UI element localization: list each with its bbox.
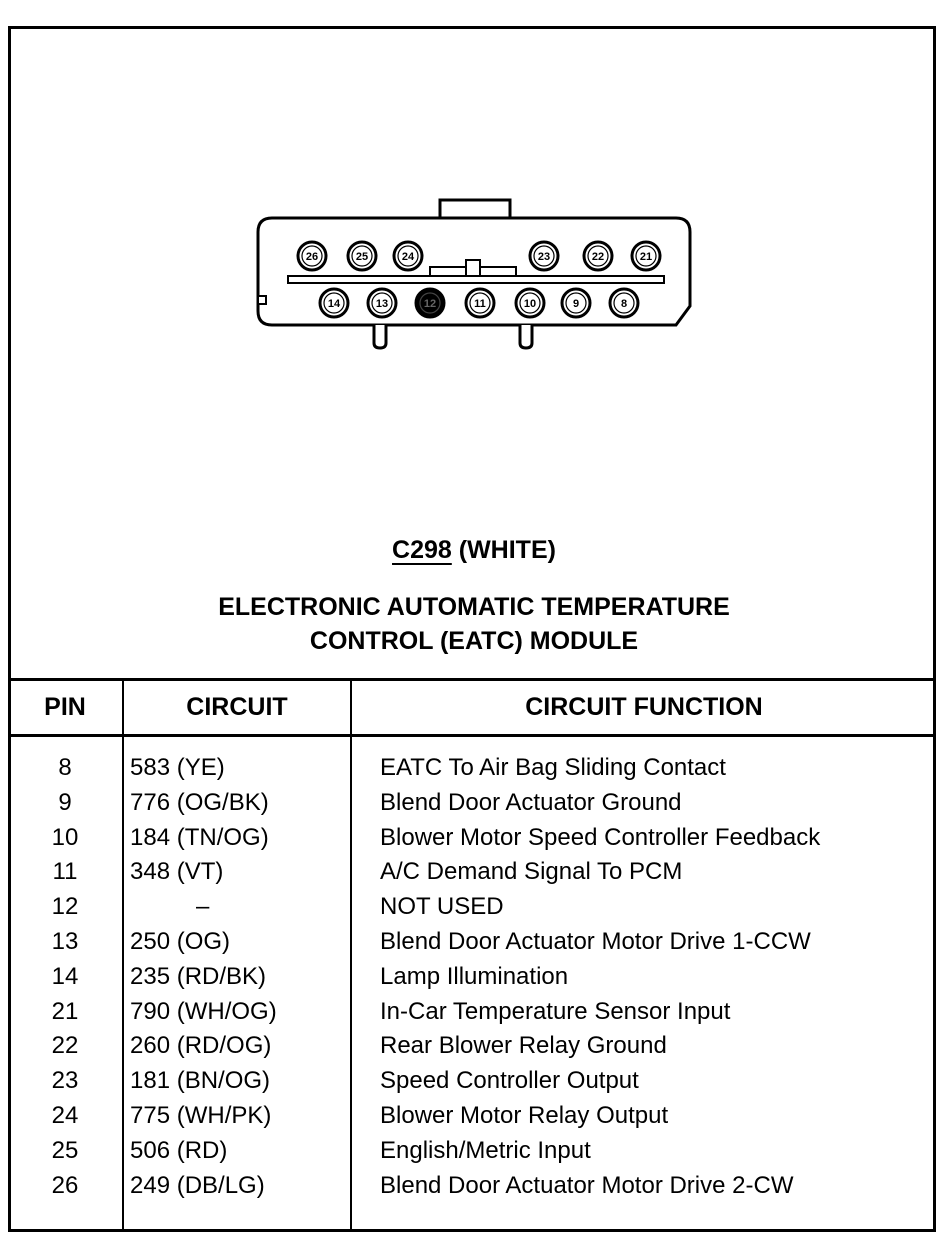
connector-pin: 21	[630, 240, 662, 272]
module-name-line-1: ELECTRONIC AUTOMATIC TEMPERATURE	[218, 593, 730, 621]
function-cell: Blower Motor Speed Controller Feedback	[380, 823, 821, 851]
connector-pin: 8	[608, 287, 640, 319]
table-row: 24 775 (WH/PK) Blower Motor Relay Output	[8, 1102, 936, 1137]
connector-pin: 22	[582, 240, 614, 272]
pin-cell: 24	[51, 1102, 79, 1129]
connector-peg-right	[518, 325, 534, 350]
pin-cell: 10	[51, 823, 79, 851]
circuit-cell: –	[196, 893, 210, 921]
pin-table: PIN CIRCUIT CIRCUIT FUNCTION 8 583 (YE) EA…	[8, 678, 936, 1232]
pin-cell: 11	[52, 858, 78, 886]
function-cell: Rear Blower Relay Ground	[380, 1032, 667, 1060]
table-row: 8 583 (YE) EATC To Air Bag Sliding Contact	[8, 754, 936, 789]
function-cell: Blend Door Actuator Ground	[380, 788, 682, 816]
pin-number: 24	[402, 251, 415, 263]
connector-pin: 13	[366, 287, 398, 319]
function-cell: EATC To Air Bag Sliding Contact	[380, 754, 726, 781]
pin-number: 10	[524, 298, 536, 310]
pin-cell: 25	[51, 1136, 79, 1164]
table-top-rule	[8, 678, 936, 681]
connector-lock-tab	[438, 198, 512, 220]
pin-number: 11	[474, 298, 486, 310]
connector-divider	[287, 275, 665, 284]
pin-number: 14	[328, 298, 341, 310]
pin-cell: 9	[58, 788, 72, 816]
module-name: ELECTRONIC AUTOMATIC TEMPERATURE CONTROL…	[0, 590, 948, 658]
table-row: 22 260 (RD/OG) Rear Blower Relay Ground	[8, 1032, 936, 1067]
header-circuit: CIRCUIT	[186, 692, 288, 721]
table-row: 9 776 (OG/BK) Blend Door Actuator Ground	[8, 789, 936, 824]
connector-pin: 26	[296, 240, 328, 272]
pin-number: 12	[424, 298, 436, 310]
connector-pin: 23	[528, 240, 560, 272]
pin-cell: 21	[51, 997, 79, 1025]
table-row: 11 348 (VT) A/C Demand Signal To PCM	[8, 858, 936, 893]
connector-title: C298 (WHITE)	[0, 536, 948, 565]
circuit-cell: 775 (WH/PK)	[130, 1102, 272, 1129]
function-cell: Speed Controller Output	[380, 1067, 639, 1095]
pin-number: 22	[592, 251, 604, 263]
table-row: 12 – NOT USED	[8, 893, 936, 928]
function-cell: Blend Door Actuator Motor Drive 1-CCW	[380, 928, 811, 955]
header-pin: PIN	[44, 692, 86, 721]
table-row: 25 506 (RD) English/Metric Input	[8, 1137, 936, 1172]
circuit-cell: 583 (YE)	[130, 754, 225, 781]
connector-pin: 11	[464, 287, 496, 319]
pin-number: 21	[640, 251, 652, 263]
diagram-frame	[8, 26, 936, 1232]
connector-peg-left	[372, 325, 388, 350]
function-cell: A/C Demand Signal To PCM	[380, 858, 683, 886]
pin-cell: 12	[51, 893, 79, 921]
pin-cell: 26	[51, 1171, 79, 1199]
pin-cell: 22	[51, 1032, 79, 1060]
circuit-cell: 776 (OG/BK)	[130, 788, 269, 816]
circuit-cell: 184 (TN/OG)	[130, 823, 269, 851]
connector-id: C298	[392, 536, 452, 564]
table-row: 10 184 (TN/OG) Blower Motor Speed Controll…	[8, 824, 936, 859]
column-divider-1	[122, 678, 124, 1232]
connector-pin: 9	[560, 287, 592, 319]
connector-pin: 14	[318, 287, 350, 319]
function-cell: Lamp Illumination	[380, 962, 569, 990]
table-header-rule	[8, 734, 936, 737]
table-row: 13 250 (OG) Blend Door Actuator Motor Driv…	[8, 928, 936, 963]
connector-pin: 12	[414, 287, 446, 319]
function-cell: English/Metric Input	[380, 1136, 591, 1164]
connector-color: (WHITE)	[458, 536, 556, 564]
connector-face: 26 25 24 23 22 21 14 13 12 11 10 9 8	[256, 198, 692, 350]
pin-number: 26	[306, 251, 318, 263]
module-name-line-2: CONTROL (EATC) MODULE	[309, 627, 639, 655]
pin-cell: 23	[51, 1067, 79, 1095]
circuit-cell: 235 (RD/BK)	[130, 962, 267, 990]
pin-number: 8	[621, 298, 627, 310]
pin-number: 13	[376, 298, 388, 310]
function-cell: NOT USED	[380, 893, 504, 921]
connector-pin: 24	[392, 240, 424, 272]
circuit-cell: 181 (BN/OG)	[130, 1067, 271, 1095]
pin-cell: 14	[51, 962, 79, 990]
function-cell: In-Car Temperature Sensor Input	[380, 997, 731, 1025]
pin-number: 25	[356, 251, 368, 263]
connector-pin: 25	[346, 240, 378, 272]
table-row: 14 235 (RD/BK) Lamp Illumination	[8, 963, 936, 998]
circuit-cell: 506 (RD)	[130, 1136, 228, 1164]
circuit-cell: 348 (VT)	[130, 858, 224, 886]
pin-number: 9	[573, 298, 579, 310]
pin-number: 23	[538, 251, 550, 263]
table-row: 21 790 (WH/OG) In-Car Temperature Sensor I…	[8, 998, 936, 1033]
circuit-cell: 249 (DB/LG)	[130, 1171, 265, 1199]
function-cell: Blower Motor Relay Output	[380, 1102, 669, 1129]
pin-cell: 13	[51, 928, 79, 955]
pin-cell: 8	[58, 754, 72, 781]
header-circuit-function: CIRCUIT FUNCTION	[525, 692, 763, 721]
circuit-cell: 250 (OG)	[130, 928, 231, 955]
column-divider-2	[350, 678, 352, 1232]
circuit-cell: 260 (RD/OG)	[130, 1032, 272, 1060]
function-cell: Blend Door Actuator Motor Drive 2-CW	[380, 1171, 794, 1199]
table-row: 26 249 (DB/LG) Blend Door Actuator Motor D…	[8, 1172, 936, 1207]
table-row: 23 181 (BN/OG) Speed Controller Output	[8, 1067, 936, 1102]
circuit-cell: 790 (WH/OG)	[130, 997, 277, 1025]
connector-pin: 10	[514, 287, 546, 319]
